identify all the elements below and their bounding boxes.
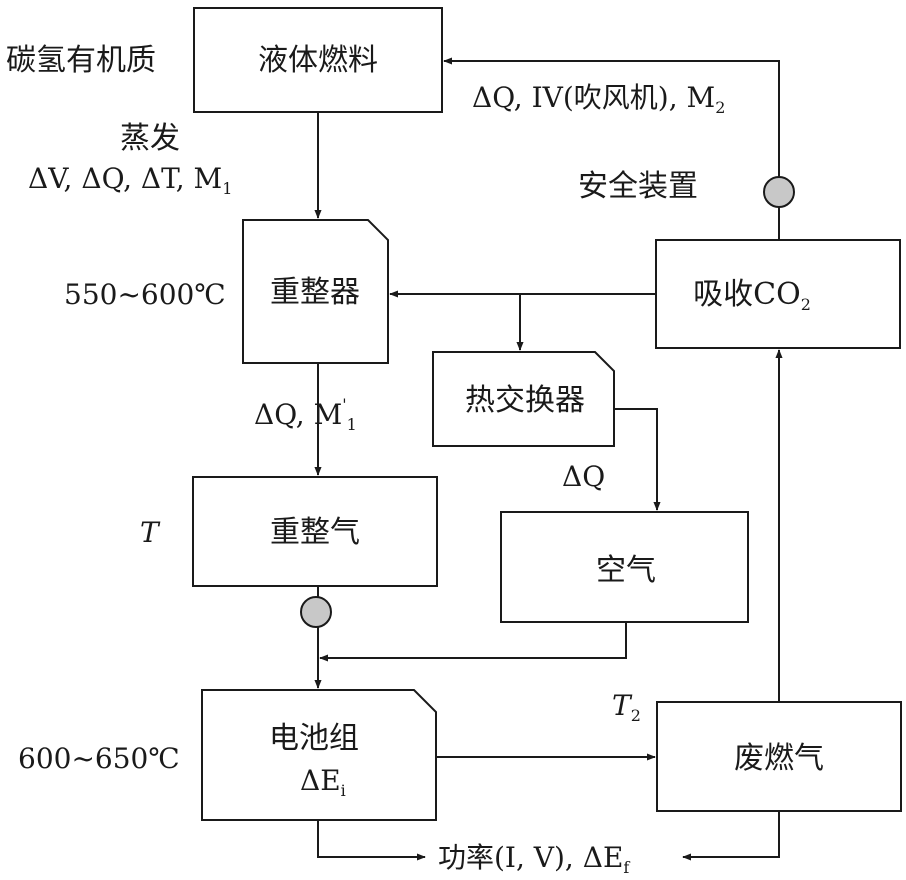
evaporation-params-label: ΔV, ΔQ, ΔT, M1 xyxy=(28,162,232,198)
reform-flow-label: ΔQ, M'1 xyxy=(254,395,357,434)
heat-exchanger-label: 热交换器 xyxy=(465,383,585,418)
heat-exchanger-delta-label: ΔQ xyxy=(562,460,605,493)
arrow-return-to-fuel xyxy=(443,57,780,177)
air-box: 空气 xyxy=(500,511,749,623)
stack-temp-label: 600~650℃ xyxy=(18,742,180,775)
exhaust-label: 废燃气 xyxy=(734,741,824,776)
cell-stack-box: 电池组 ΔEi xyxy=(201,689,437,821)
safety-device-label: 安全装置 xyxy=(578,169,698,204)
air-label: 空气 xyxy=(596,553,656,588)
arrow-air-to-stack xyxy=(319,622,627,662)
reformer-box: 重整器 xyxy=(242,219,389,364)
arrow-hx-to-air xyxy=(614,408,661,511)
evaporation-label: 蒸发 xyxy=(120,121,180,156)
exhaust-box: 废燃气 xyxy=(656,701,902,812)
arrow-stack-to-power xyxy=(317,820,426,861)
power-output-label: 功率(I, V), ΔEf xyxy=(438,841,630,877)
liquid-fuel-box: 液体燃料 xyxy=(193,7,443,113)
arrow-exhaust-to-power xyxy=(682,811,780,861)
return-flow-label: ΔQ, IV(吹风机), M2 xyxy=(472,81,725,117)
liquid-fuel-label: 液体燃料 xyxy=(258,43,378,78)
stack-delta-label: ΔEi xyxy=(300,764,346,800)
heat-exchanger-box: 热交换器 xyxy=(432,351,615,447)
safety-valve xyxy=(763,176,795,208)
reformed-gas-valve xyxy=(300,596,332,628)
reformed-gas-box: 重整气 xyxy=(192,476,438,587)
reformed-temp-label: T xyxy=(140,516,161,549)
cell-stack-label: 电池组 xyxy=(269,721,359,756)
co2-absorber-label: 吸收CO2 xyxy=(693,277,811,314)
reformer-label: 重整器 xyxy=(270,275,360,310)
co2-absorber-box: 吸收CO2 xyxy=(655,239,901,349)
hydrocarbon-label: 碳氢有机质 xyxy=(6,43,156,78)
exhaust-temp-label: T2 xyxy=(612,689,641,725)
reformed-gas-label: 重整气 xyxy=(270,515,360,550)
reformer-temp-label: 550~600℃ xyxy=(64,278,226,311)
